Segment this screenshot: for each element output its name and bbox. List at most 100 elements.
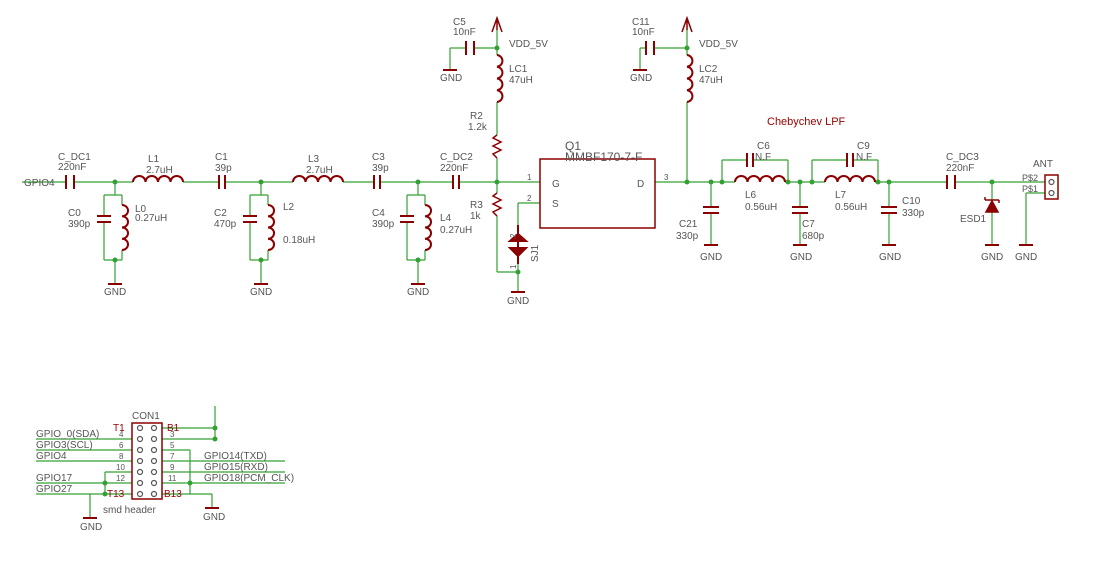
l4-name: L4 — [440, 213, 452, 224]
ant-pin2: P$2 — [1022, 173, 1038, 183]
l6-name: L6 — [745, 190, 757, 201]
sj1-pin2: 2 — [509, 233, 518, 238]
header-t13: T13 — [107, 489, 125, 500]
vdd-label-2: VDD_5V — [699, 39, 738, 50]
c7-value: 680p — [802, 231, 825, 242]
inductor-l6 — [734, 175, 786, 183]
l1-name: L1 — [148, 154, 160, 165]
header-pin3: 3 — [170, 430, 175, 439]
q1-drain-label: D — [637, 179, 644, 190]
header-b1: B1 — [167, 423, 180, 434]
c11-value: 10nF — [632, 27, 655, 38]
l3-name: L3 — [308, 154, 320, 165]
inductor-l7 — [824, 175, 876, 183]
capacitor-c2 — [243, 215, 257, 223]
c3-name: C3 — [372, 152, 385, 163]
c2-value: 470p — [214, 219, 237, 230]
c6-value: N.F — [755, 152, 771, 163]
resistor-r3 — [491, 192, 503, 217]
gpio27-label: GPIO27 — [36, 484, 73, 495]
c10-name: C10 — [902, 196, 921, 207]
gpio3-label: GPIO3(SCL) — [36, 440, 93, 451]
labels: Chebychev LPF GPIO4 C_DC1 220nF L1 2.7uH… — [24, 17, 1053, 533]
lc2-name: LC2 — [699, 64, 718, 75]
gnd-label-5: GND — [440, 73, 462, 84]
c6-name: C6 — [757, 141, 770, 152]
l6-value: 0.56uH — [745, 202, 777, 213]
sj1-label: SJ1 — [530, 244, 541, 262]
inductor-l3 — [292, 175, 344, 183]
cdc1-value: 220nF — [58, 162, 86, 173]
inductor-l4 — [424, 204, 433, 251]
l0-name: L0 — [135, 204, 147, 215]
r2-name: R2 — [470, 111, 483, 122]
l7-value: 0.56uH — [835, 202, 867, 213]
capacitor-c5 — [465, 41, 475, 55]
capacitor-c1 — [218, 175, 226, 189]
gpio0-label: GPIO_0(SDA) — [36, 429, 99, 440]
header-pin12: 12 — [116, 474, 125, 483]
cdc2-name: C_DC2 — [440, 152, 473, 163]
antenna-connector — [1044, 174, 1059, 200]
cdc3-value: 220nF — [946, 163, 974, 174]
capacitor-c10 — [881, 206, 897, 214]
q1-pin1: 1 — [527, 173, 532, 182]
capacitor-c11 — [645, 41, 655, 55]
c9-value: N.F — [856, 152, 872, 163]
gpio15-label: GPIO15(RXD) — [204, 462, 268, 473]
solder-jumper-sj1 — [507, 225, 529, 264]
capacitor-cdc2 — [452, 175, 460, 189]
chebychev-label: Chebychev LPF — [767, 116, 846, 128]
l2-name: L2 — [283, 202, 295, 213]
resistor-r2 — [491, 134, 503, 159]
inductor-lc2 — [686, 54, 694, 103]
header-pin5: 5 — [170, 441, 175, 450]
gpio18-label: GPIO18(PCM_CLK) — [204, 473, 294, 484]
ant-pin1: P$1 — [1022, 184, 1038, 194]
con1-label: CON1 — [132, 411, 160, 422]
c10-value: 330p — [902, 208, 925, 219]
lc1-value: 47uH — [509, 75, 533, 86]
gpio4-header-label: GPIO4 — [36, 451, 67, 462]
cdc2-value: 220nF — [440, 163, 468, 174]
c5-name: C5 — [453, 17, 466, 28]
c3-value: 39p — [372, 163, 389, 174]
capacitor-c6 — [746, 153, 754, 167]
c4-value: 390p — [372, 219, 395, 230]
parts — [65, 15, 1059, 500]
c5-value: 10nF — [453, 27, 476, 38]
vdd-arrow-2 — [681, 15, 693, 33]
gnd-label-13: GND — [203, 512, 225, 523]
capacitor-c9 — [846, 153, 854, 167]
gnd-label-6: GND — [630, 73, 652, 84]
vdd-label-1: VDD_5V — [509, 39, 548, 50]
r3-name: R3 — [470, 200, 483, 211]
gnd-label-9: GND — [879, 252, 901, 263]
capacitor-cdc1 — [65, 175, 75, 189]
c7-name: C7 — [802, 219, 815, 230]
sj1-pin1: 1 — [509, 264, 518, 269]
c0-name: C0 — [68, 208, 81, 219]
r3-value: 1k — [470, 211, 482, 222]
gnd-label-8: GND — [790, 252, 812, 263]
gnd-label-1: GND — [104, 287, 126, 298]
c21-value: 330p — [676, 231, 699, 242]
header-t1: T1 — [113, 423, 125, 434]
header-pin6: 6 — [119, 441, 124, 450]
l1-value: 2.7uH — [146, 165, 173, 176]
capacitor-c21 — [703, 206, 719, 214]
c21-name: C21 — [679, 219, 698, 230]
ant-label: ANT — [1033, 159, 1053, 170]
esd-diode — [984, 197, 1000, 213]
c1-value: 39p — [215, 163, 232, 174]
q1-value: MMBF170-7-F — [565, 150, 642, 164]
header-pin7: 7 — [170, 452, 175, 461]
c9-name: C9 — [857, 141, 870, 152]
l7-name: L7 — [835, 190, 847, 201]
junction-dots — [102, 45, 995, 497]
q1-pin3: 3 — [664, 173, 669, 182]
gnd-label-2: GND — [250, 287, 272, 298]
header-pins — [136, 424, 158, 498]
q1-source-label: S — [552, 199, 559, 210]
